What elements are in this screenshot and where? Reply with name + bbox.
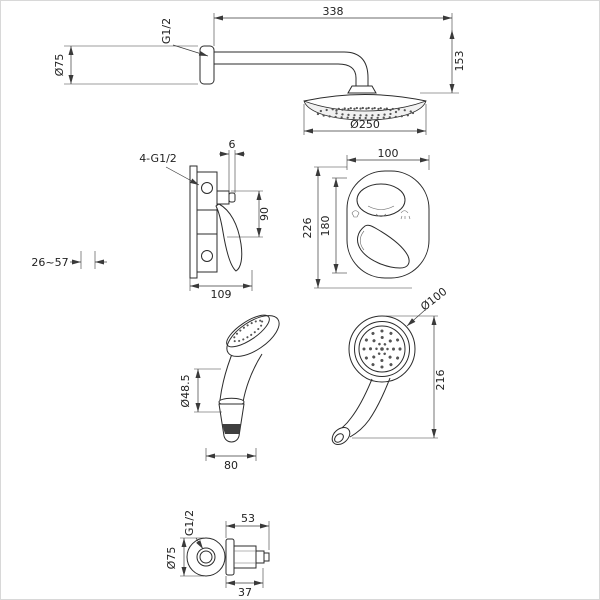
dim-label-head-diameter: Ø250 <box>350 118 380 131</box>
dim-cutout-height: 180 <box>319 177 347 274</box>
shower-mode-icon <box>400 210 411 220</box>
dim-valve-body-width: 109 <box>189 270 253 301</box>
dim-shower-flange-diameter: Ø75 <box>53 45 198 85</box>
outlet-flange-front <box>186 537 226 577</box>
wall-outlet-view: G1/2 Ø75 53 37 <box>165 510 270 599</box>
dim-plate-height: 226 <box>301 166 412 289</box>
hand-shower-head-front <box>348 315 416 383</box>
dim-trim-gap: 6 <box>219 138 245 193</box>
hand-shower-head-side <box>226 314 280 357</box>
spray-nozzle-ring-inner <box>332 107 398 117</box>
dim-outlet-depth: 37 <box>225 568 264 599</box>
dim-drop-height: 153 <box>420 30 466 94</box>
mixer-valve-side-view: 6 4-G1/2 90 26~57 109 <box>31 138 271 301</box>
dim-outlet-width: 53 <box>225 512 270 550</box>
dim-outlet-flange-diameter: Ø75 <box>165 537 204 577</box>
dim-label-plate-width: 100 <box>378 147 399 160</box>
dim-label-outlet-width: 53 <box>241 512 255 525</box>
dim-label-cutout-height: 180 <box>319 216 332 237</box>
dim-valve-body-height: 90 <box>227 190 271 238</box>
dim-label-cone-diameter: Ø48.5 <box>179 374 192 407</box>
mixer-valve-front-view: 100 180 226 <box>301 147 430 289</box>
dim-outlet-thread: G1/2 <box>183 510 204 550</box>
valve-handle-side <box>215 203 243 272</box>
hand-shower-front-view: Ø100 216 <box>331 285 450 445</box>
overhead-shower-view: Ø75 G1/2 338 153 Ø250 <box>53 5 466 135</box>
dim-arm-length: 338 <box>213 5 453 46</box>
dim-base-width: 80 <box>205 448 257 472</box>
shower-arm-flange <box>199 45 215 85</box>
dim-hand-shower-head-diameter: Ø100 <box>406 285 450 327</box>
dim-plate-width: 100 <box>346 147 430 170</box>
dim-label-valve-body-width: 109 <box>211 288 232 301</box>
dim-shower-thread: G1/2 <box>160 18 209 57</box>
hand-shower-handle-front <box>331 377 391 445</box>
dim-label-outlet-thread: G1/2 <box>183 510 196 536</box>
spout-mode-icon <box>351 210 360 218</box>
shower-head <box>303 94 427 121</box>
valve-lever-front <box>357 224 410 269</box>
dim-cone-diameter: Ø48.5 <box>179 368 222 413</box>
dim-label-outlet-flange-diameter: Ø75 <box>165 547 178 570</box>
dim-label-valve-body-height: 90 <box>258 207 271 221</box>
valve-body <box>196 171 236 273</box>
valve-mounting-plate <box>189 165 198 279</box>
dim-head-diameter: Ø250 <box>303 104 427 135</box>
valve-escutcheon <box>356 183 406 217</box>
dim-label-hand-shower-head-diameter: Ø100 <box>418 285 449 314</box>
outlet-body-side <box>225 538 270 576</box>
dim-label-plate-height: 226 <box>301 218 314 239</box>
dim-install-depth-range: 26~57 <box>31 251 107 269</box>
dim-label-shower-flange-diameter: Ø75 <box>53 54 66 77</box>
dim-label-drop-height: 153 <box>453 51 466 72</box>
dim-label-hand-shower-length: 216 <box>434 370 447 391</box>
dim-label-base-width: 80 <box>224 459 238 472</box>
dim-hand-shower-length: 216 <box>352 315 447 439</box>
dim-valve-connections: 4-G1/2 <box>139 152 200 186</box>
dim-label-trim-gap: 6 <box>229 138 236 151</box>
hand-shower-handle-side <box>218 348 263 443</box>
shower-arm <box>214 51 377 94</box>
dim-label-outlet-depth: 37 <box>238 586 252 599</box>
dim-label-arm-length: 338 <box>323 5 344 18</box>
spray-nozzle-ring-outer <box>315 106 415 120</box>
dim-label-shower-thread: G1/2 <box>160 18 173 44</box>
hand-shower-side-view: Ø48.5 80 <box>179 314 280 472</box>
dim-label-valve-connections: 4-G1/2 <box>139 152 177 165</box>
dim-label-install-depth-range: 26~57 <box>31 256 68 269</box>
